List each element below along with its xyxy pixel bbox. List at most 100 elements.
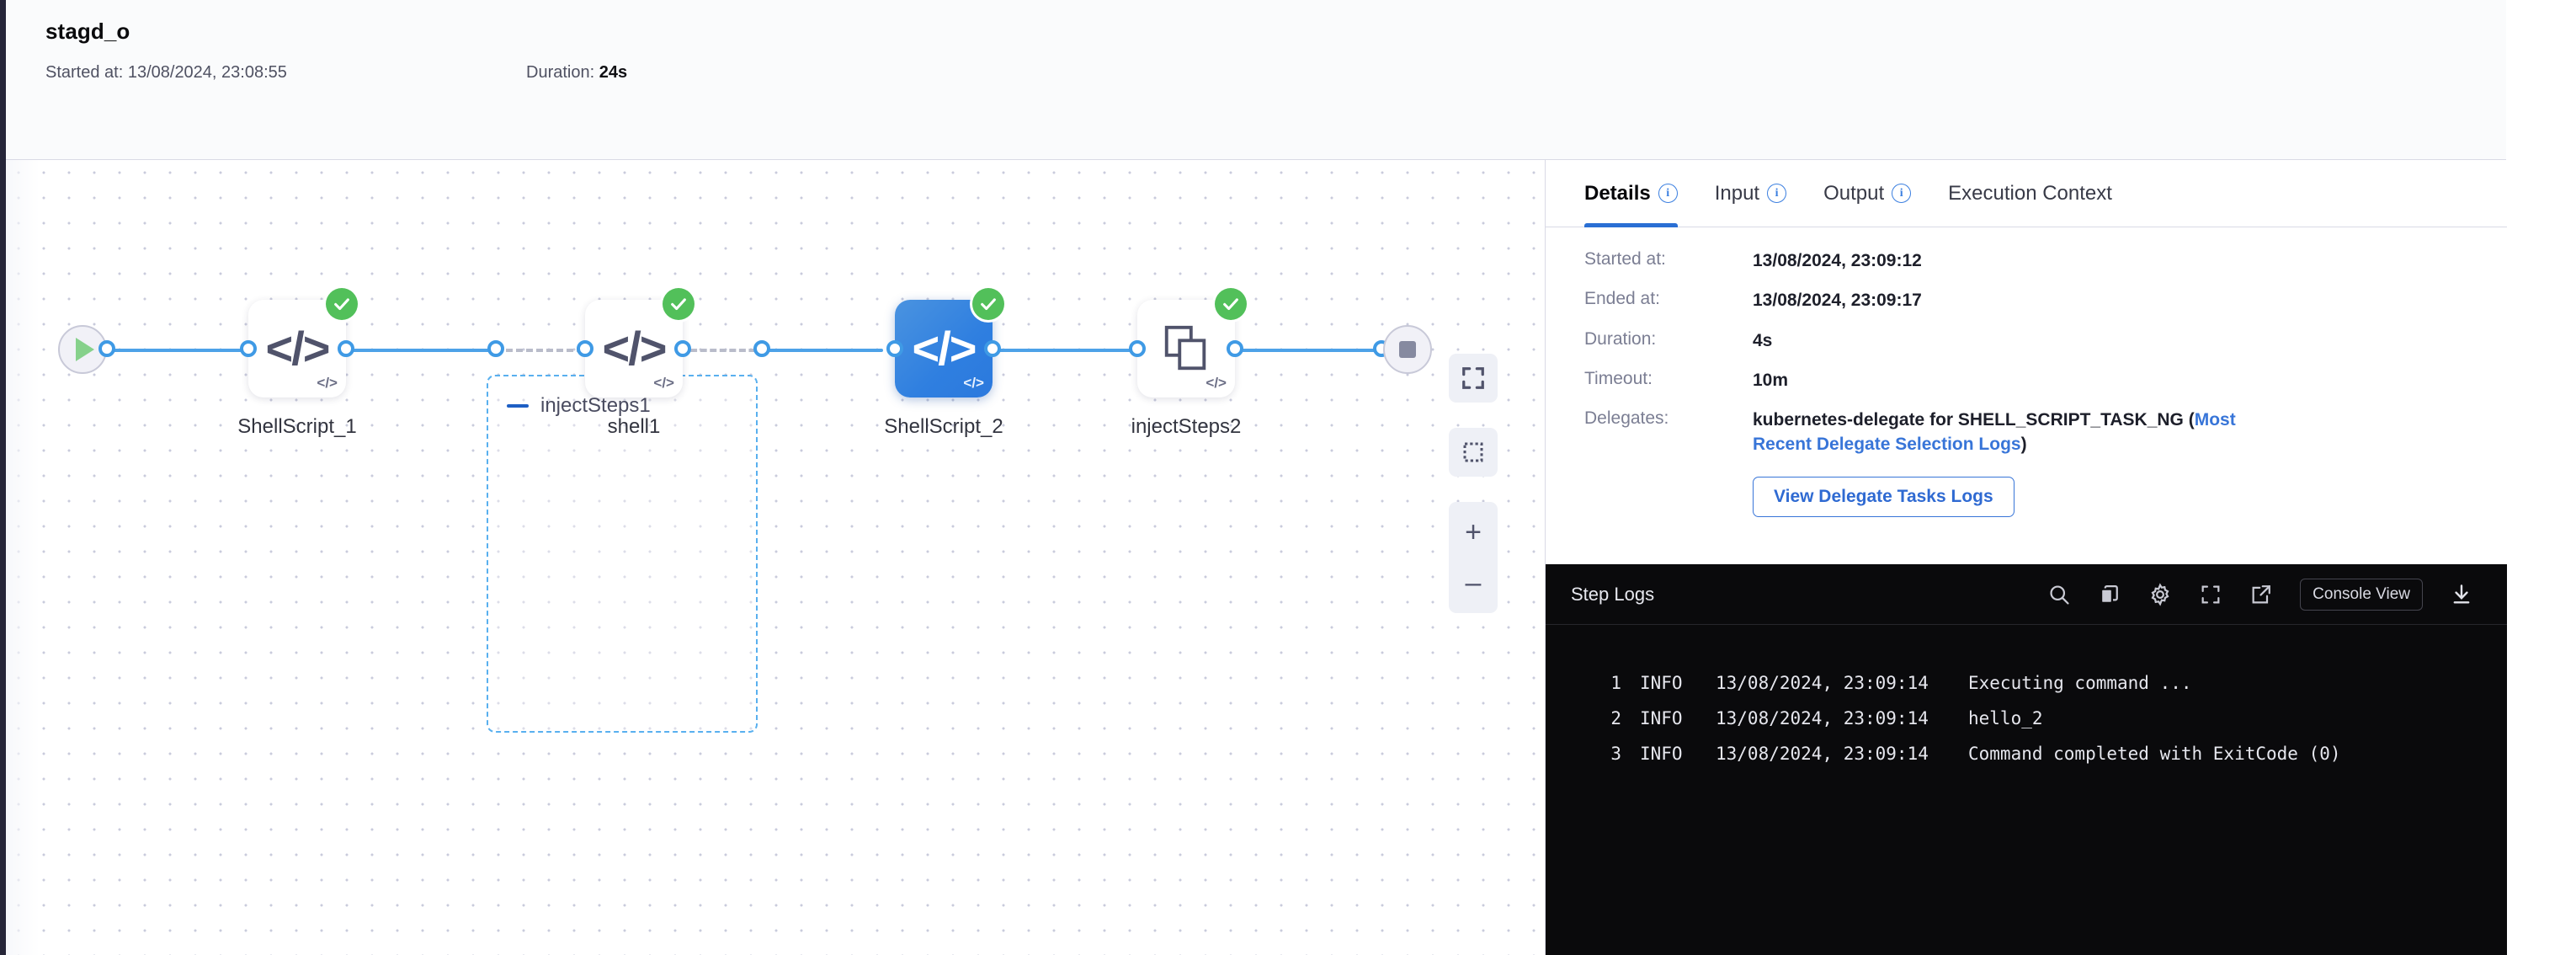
info-icon[interactable]: i: [1892, 184, 1912, 203]
log-message: Executing command ...: [1968, 673, 2192, 693]
duration-value: 24s: [599, 63, 628, 82]
info-icon[interactable]: i: [1767, 184, 1787, 203]
edge-group-to-shellscript2: [762, 349, 883, 352]
stop-icon: [1399, 341, 1416, 358]
step-logs-title: Step Logs: [1571, 583, 1655, 605]
log-line-number: 1: [1610, 673, 1621, 693]
group-header-injectsteps1[interactable]: injectSteps1: [507, 394, 651, 418]
minus-icon[interactable]: [507, 404, 529, 408]
info-icon[interactable]: i: [1658, 184, 1678, 203]
group-label: injectSteps1: [540, 394, 651, 417]
external-link-icon[interactable]: [2249, 583, 2273, 606]
edge-injectsteps2-to-end: [1235, 349, 1380, 352]
copy-stack-icon: [1164, 325, 1206, 371]
code-icon: </>: [602, 322, 668, 375]
expand-icon[interactable]: [2199, 583, 2222, 606]
port-group-out[interactable]: [753, 340, 770, 357]
search-icon[interactable]: [2047, 583, 2071, 606]
port-injectsteps2-out[interactable]: [1227, 340, 1243, 357]
marquee-select-icon: [1463, 442, 1483, 462]
log-timestamp: 13/08/2024, 23:09:14: [1716, 744, 1929, 764]
delegate-selection-logs-link[interactable]: Most Recent Delegate Selection Logs: [1753, 410, 2236, 454]
group-injectsteps1[interactable]: [487, 375, 758, 733]
code-corner-icon: </>: [317, 375, 338, 391]
log-level: INFO: [1640, 744, 1683, 764]
detail-value: 10m: [1753, 371, 1789, 391]
zoom-in-icon[interactable]: +: [1465, 515, 1482, 548]
page-title: stagd_o: [45, 19, 130, 44]
node-shellscript-2[interactable]: </> </>: [895, 288, 1004, 397]
tab-details-label: Details: [1584, 181, 1651, 205]
pipeline-graph-canvas[interactable]: injectSteps1 </> </> ShellScript_1 </> <…: [6, 160, 1545, 955]
tab-input-label: Input: [1714, 181, 1760, 205]
end-node[interactable]: [1383, 325, 1432, 374]
log-line-number: 3: [1610, 744, 1621, 764]
port-injectsteps2-in[interactable]: [1129, 340, 1146, 357]
log-line: 1 INFO 13/08/2024, 23:09:14 Executing co…: [1593, 665, 2507, 701]
detail-row-duration: Duration: 4s: [1584, 329, 2468, 353]
duration-text: Duration: 24s: [526, 63, 627, 83]
gear-icon[interactable]: [2148, 582, 2172, 606]
detail-value: 13/08/2024, 23:09:12: [1753, 251, 1922, 270]
status-badge-success: [326, 288, 358, 320]
log-line-number: 2: [1610, 708, 1621, 728]
log-timestamp: 13/08/2024, 23:09:14: [1716, 708, 1929, 728]
port-start-out[interactable]: [98, 340, 115, 357]
log-line: 3 INFO 13/08/2024, 23:09:14 Command comp…: [1593, 736, 2507, 771]
node-injectsteps2[interactable]: </>: [1137, 288, 1247, 397]
marquee-select-button[interactable]: [1449, 428, 1498, 477]
tab-execution-context[interactable]: Execution Context: [1948, 160, 2112, 227]
tab-output[interactable]: Output i: [1823, 160, 1912, 227]
port-group-in[interactable]: [487, 340, 504, 357]
console-view-button[interactable]: Console View: [2300, 578, 2423, 611]
detail-row-timeout: Timeout: 10m: [1584, 369, 2468, 392]
detail-key: Ended at:: [1584, 289, 1660, 309]
port-shellscript2-out[interactable]: [984, 340, 1001, 357]
code-icon: </>: [912, 322, 977, 375]
port-shell1-in[interactable]: [577, 340, 593, 357]
log-level: INFO: [1640, 673, 1683, 693]
download-icon[interactable]: [2450, 583, 2473, 606]
delegate-text-end: ): [2020, 434, 2027, 454]
node-shellscript-1[interactable]: </> </>: [248, 288, 358, 397]
port-shell1-out[interactable]: [674, 340, 691, 357]
copy-icon[interactable]: [2098, 583, 2121, 606]
step-logs-panel: Step Logs Console View 1 INFO 13/08/2024…: [1546, 564, 2507, 955]
detail-key: Duration:: [1584, 328, 1657, 349]
started-at-text: Started at: 13/08/2024, 23:08:55: [45, 63, 287, 82]
port-shellscript1-out[interactable]: [338, 340, 354, 357]
port-shellscript2-in[interactable]: [886, 340, 903, 357]
tab-output-label: Output: [1823, 181, 1885, 205]
fit-to-screen-icon: [1462, 367, 1484, 389]
port-shellscript1-in[interactable]: [240, 340, 257, 357]
detail-value: 13/08/2024, 23:09:17: [1753, 291, 1922, 311]
step-logs-tools: Console View: [2047, 578, 2473, 611]
edge-group-in-dashed: [496, 349, 593, 352]
zoom-controls[interactable]: + –: [1449, 502, 1498, 613]
delegate-text: kubernetes-delegate for SHELL_SCRIPT_TAS…: [1753, 410, 2195, 430]
detail-key: Started at:: [1584, 249, 1666, 269]
log-line: 2 INFO 13/08/2024, 23:09:14 hello_2: [1593, 701, 2507, 736]
log-timestamp: 13/08/2024, 23:09:14: [1716, 673, 1929, 693]
log-output[interactable]: 1 INFO 13/08/2024, 23:09:14 Executing co…: [1546, 625, 2507, 771]
view-delegate-tasks-logs-button[interactable]: View Delegate Tasks Logs: [1753, 477, 2014, 518]
play-icon: [75, 338, 94, 361]
tab-details[interactable]: Details i: [1584, 160, 1678, 227]
edge-group-out-dashed: [671, 349, 765, 352]
log-message: hello_2: [1968, 708, 2043, 728]
node-label-shellscript-2: ShellScript_2: [884, 415, 1003, 438]
node-shell1[interactable]: </> </>: [585, 288, 695, 397]
detail-row-delegates: Delegates: kubernetes-delegate for SHELL…: [1584, 408, 2468, 456]
tab-input[interactable]: Input i: [1714, 160, 1787, 227]
panel-tabs: Details i Input i Output i Execution Con…: [1546, 160, 2507, 227]
log-message: Command completed with ExitCode (0): [1968, 744, 2341, 764]
details-content: Started at: 13/08/2024, 23:09:12 Ended a…: [1546, 227, 2507, 518]
canvas-left-fade: [6, 160, 40, 955]
duration-label: Duration:: [526, 63, 599, 82]
zoom-out-icon[interactable]: –: [1465, 566, 1482, 599]
detail-value: kubernetes-delegate for SHELL_SCRIPT_TAS…: [1753, 408, 2291, 456]
code-corner-icon: </>: [963, 375, 984, 391]
fit-to-screen-button[interactable]: [1449, 354, 1498, 403]
detail-key: Timeout:: [1584, 369, 1653, 389]
